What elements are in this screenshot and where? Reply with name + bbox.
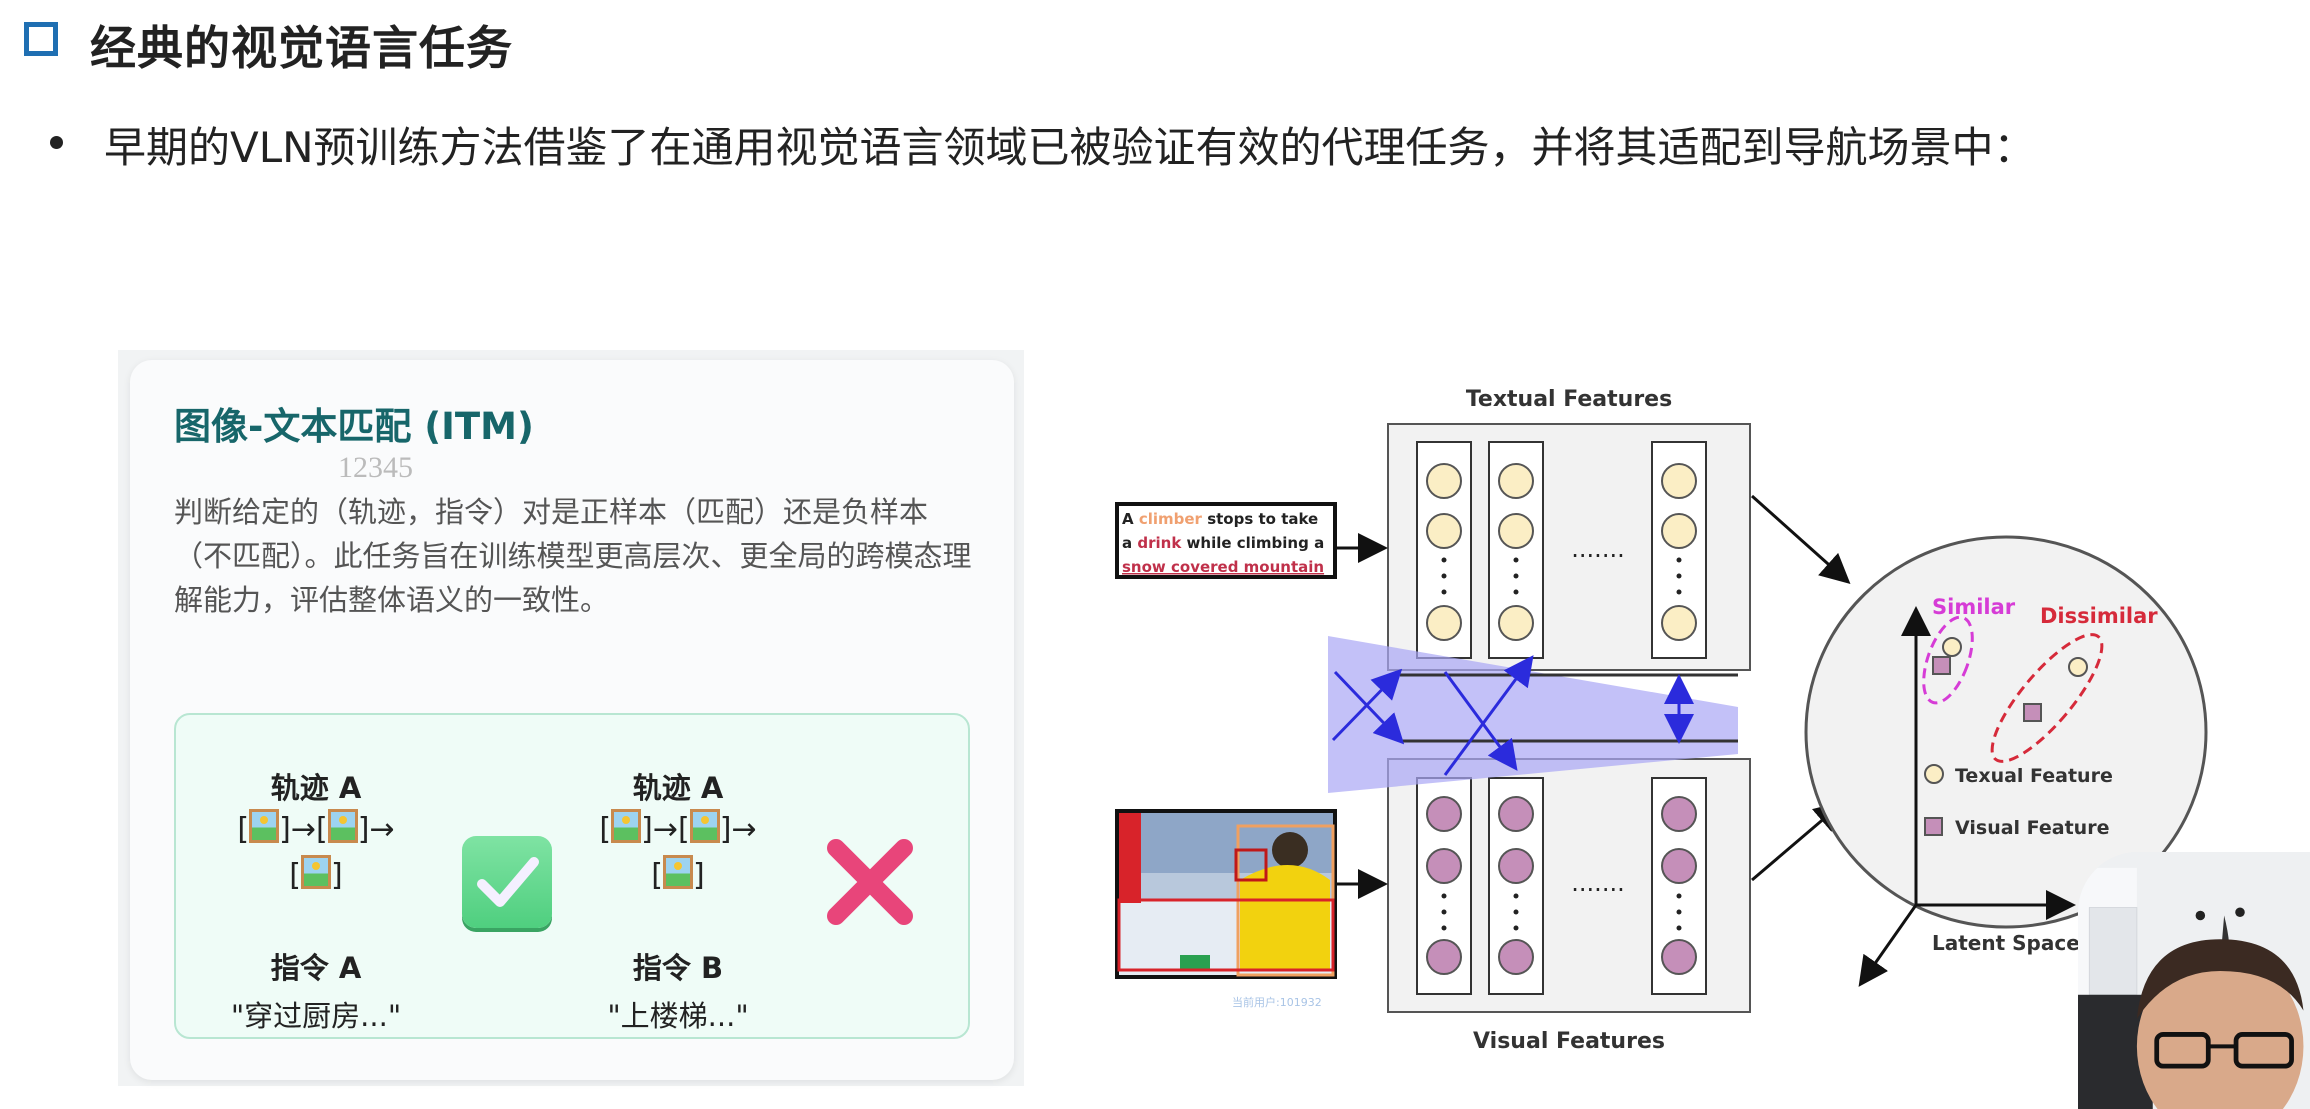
- image-frame-icon: [249, 809, 280, 843]
- bullet-icon: [50, 136, 63, 149]
- attention-arrows: [1331, 655, 1694, 776]
- watermark-number: 12345: [338, 451, 413, 484]
- bracket: [: [289, 858, 301, 893]
- bracket: ]: [693, 858, 705, 893]
- visual-features-label: Visual Features: [1473, 1029, 1665, 1054]
- similar-label: Similar: [1932, 595, 2016, 619]
- dissimilar-label: Dissimilar: [2040, 604, 2158, 628]
- arrow: →: [290, 812, 316, 847]
- textual-features-label: Textual Features: [1466, 387, 1672, 412]
- latent-space-label: Latent Space: [1932, 931, 2080, 955]
- presenter-video: [2078, 852, 2310, 1109]
- bracket: ]: [279, 812, 291, 847]
- textual-to-latent-arrow: [1751, 494, 1851, 584]
- instruction-text: "穿过厨房...": [230, 999, 402, 1033]
- title-square-icon: [24, 22, 58, 56]
- image-frame-icon: [689, 809, 720, 843]
- caption-word: a: [1122, 534, 1132, 552]
- bracket: [: [316, 812, 328, 847]
- image-frame-icon: [327, 809, 358, 843]
- example-negative: 轨迹 A []→[]→ [] 指令 B "上楼梯...": [538, 765, 818, 1035]
- textual-feature-columns: [1416, 441, 1707, 659]
- arrow: →: [369, 812, 395, 847]
- ellipsis-dots: ·······: [1571, 542, 1624, 570]
- itm-card-title: 图像-文本匹配 (ITM): [174, 405, 534, 448]
- itm-card-description: 判断给定的（轨迹，指令）对是正样本（匹配）还是负样本（不匹配）。此任务旨在训练模…: [174, 495, 972, 617]
- legend-textual-feature: Texual Feature: [1955, 765, 2113, 787]
- cross-icon: [822, 834, 918, 930]
- webcam-overlay: [2078, 852, 2310, 1109]
- example-positive: 轨迹 A []→[]→ [] 指令 A "穿过厨房...": [176, 765, 456, 1035]
- ellipsis-dots: ·······: [1571, 876, 1624, 904]
- instruction-label: 指令 B: [632, 951, 724, 985]
- caption-word-climber: climber: [1139, 510, 1203, 528]
- svg-text:A climber stops to: A climber stops to take: [1122, 510, 1318, 528]
- arrow: →: [731, 812, 757, 847]
- svg-text:a drink while clim: a drink while climbing a: [1122, 534, 1324, 552]
- instruction-text: "上楼梯...": [607, 999, 749, 1033]
- check-icon: [462, 836, 552, 928]
- bracket: [: [599, 812, 612, 847]
- trajectory-sequence: []→[]→ []: [538, 807, 818, 899]
- caption-word-drink: drink: [1137, 534, 1182, 552]
- image-frame-icon: [663, 855, 693, 889]
- trajectory-sequence: []→[]→ []: [176, 807, 456, 899]
- image-frame-icon: [301, 855, 331, 889]
- itm-example-box: 轨迹 A []→[]→ [] 指令 A "穿过厨房..." 轨迹 A []→[]…: [174, 713, 970, 1039]
- bracket: ]: [357, 812, 370, 847]
- bracket: [: [678, 812, 690, 847]
- bracket: ]: [719, 812, 732, 847]
- trajectory-label: 轨迹 A: [270, 771, 362, 805]
- bracket: [: [237, 812, 250, 847]
- caption-textbox: A climber stops to take a drink while cl…: [1115, 502, 1337, 579]
- image-frame-icon: [611, 809, 642, 843]
- trajectory-label: 轨迹 A: [632, 771, 724, 805]
- caption-word-mountain: snow covered mountain: [1122, 558, 1324, 576]
- bracket: ]: [641, 812, 653, 847]
- bullet-text: 早期的VLN预训练方法借鉴了在通用视觉语言领域已被验证有效的代理任务，并将其适配…: [104, 123, 2036, 172]
- caption-word: A: [1122, 510, 1134, 528]
- arrow: →: [652, 812, 678, 847]
- climber-photo: [1115, 809, 1337, 979]
- user-watermark: 当前用户:101932: [1232, 996, 1322, 1009]
- legend-visual-feature: Visual Feature: [1955, 817, 2109, 839]
- page-title: 经典的视觉语言任务: [90, 21, 513, 75]
- visual-feature-columns: [1416, 777, 1707, 995]
- bracket: [: [651, 858, 663, 893]
- bracket: ]: [331, 858, 343, 893]
- latent-space: [1804, 535, 2208, 987]
- caption-word: while climbing a: [1187, 534, 1325, 552]
- instruction-label: 指令 A: [270, 951, 362, 985]
- caption-word: stops to take: [1207, 510, 1318, 528]
